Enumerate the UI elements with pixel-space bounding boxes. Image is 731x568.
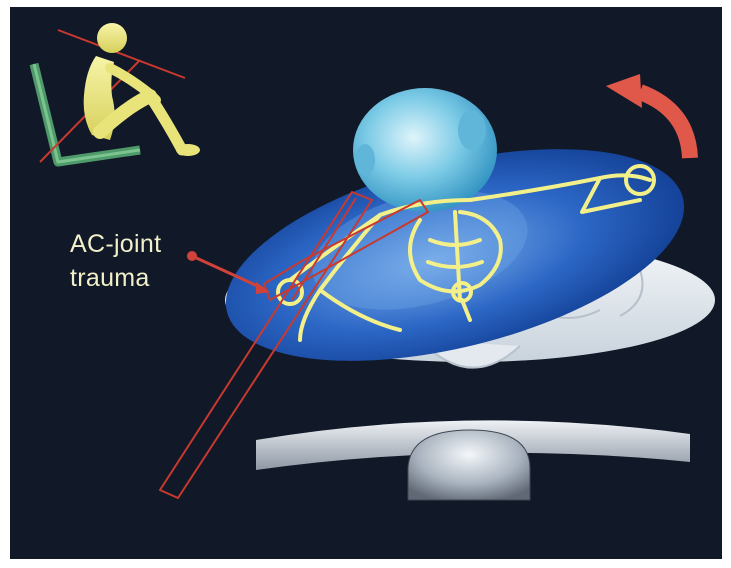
trauma-label: trauma (70, 264, 150, 292)
head (353, 88, 497, 212)
ac-joint-label: AC-joint (70, 230, 161, 258)
